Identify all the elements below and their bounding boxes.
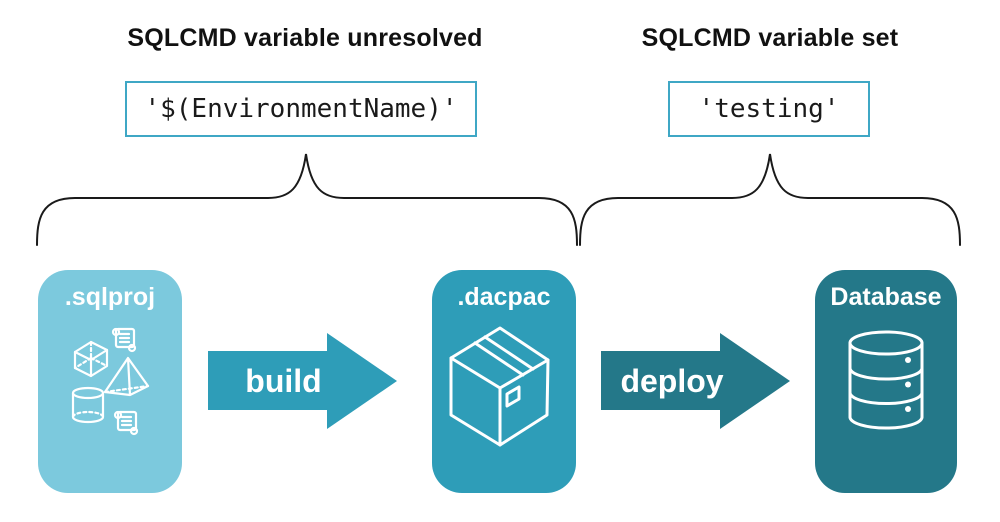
deploy-arrow-label: deploy — [620, 362, 724, 399]
stage-card-database: Database — [815, 270, 957, 493]
stage-label-sqlproj: .sqlproj — [64, 283, 156, 311]
code-text-unresolved: '$(EnvironmentName)' — [144, 94, 458, 124]
stage-card-sqlproj: .sqlproj — [38, 270, 182, 493]
build-arrow-shape — [208, 333, 397, 429]
script-icon — [111, 327, 137, 353]
cylinder-icon — [71, 386, 105, 424]
code-box-testing: 'testing' — [668, 81, 870, 137]
build-arrow: build — [205, 330, 400, 432]
brace-right — [579, 153, 961, 246]
stage-card-dacpac: .dacpac — [432, 270, 576, 493]
deploy-arrow-shape — [601, 333, 790, 429]
stage-label-database: Database — [830, 283, 942, 311]
sql-objects-icon — [71, 327, 150, 436]
stage-label-dacpac: .dacpac — [457, 283, 551, 311]
pyramid-icon — [103, 356, 150, 397]
cube-icon — [73, 340, 109, 378]
deploy-arrow: deploy — [598, 330, 793, 432]
code-box-environment-name: '$(EnvironmentName)' — [125, 81, 477, 137]
build-arrow-label: build — [245, 362, 322, 399]
code-text-set: 'testing' — [698, 94, 840, 124]
title-variable-unresolved: SQLCMD variable unresolved — [127, 24, 483, 52]
package-icon — [449, 326, 550, 447]
brace-left — [36, 153, 578, 246]
database-icon — [848, 330, 924, 430]
script-icon — [113, 410, 139, 436]
title-variable-set: SQLCMD variable set — [641, 24, 899, 52]
